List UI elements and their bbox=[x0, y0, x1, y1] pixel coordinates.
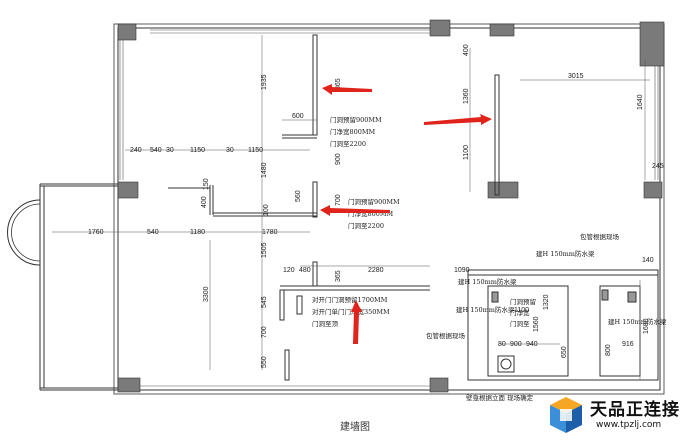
note-1b: 门净宽800MM bbox=[330, 127, 376, 136]
annotation-notes: 门洞预留900MM 门净宽800MM 门洞至2200 门洞预留900MM 门净宽… bbox=[312, 115, 667, 402]
brand-url: www.tpzlj.com bbox=[596, 420, 662, 430]
dim-1100a: 1100 bbox=[514, 307, 529, 314]
dim-545: 545 bbox=[261, 296, 268, 308]
note-3b: 对开门单门门净宽350MM bbox=[312, 307, 390, 316]
note-11: 壁龛根据立面 现场确定 bbox=[466, 393, 534, 402]
dim-700b: 700 bbox=[335, 194, 342, 206]
balcony-arc bbox=[7, 199, 41, 266]
dim-650: 650 bbox=[561, 346, 568, 358]
arrow-left-upper bbox=[322, 84, 372, 95]
red-arrows bbox=[320, 84, 492, 344]
dim-1320: 1320 bbox=[543, 294, 550, 310]
dim-900b: 900 bbox=[510, 341, 522, 348]
dim-1780: 1780 bbox=[262, 229, 278, 236]
note-2a: 门洞预留900MM bbox=[348, 197, 400, 206]
dim-365a: 365 bbox=[335, 78, 342, 90]
dim-1360: 1360 bbox=[463, 88, 470, 104]
interior-walls bbox=[168, 34, 659, 381]
dim-800: 800 bbox=[605, 344, 612, 356]
arrow-right-upper bbox=[424, 114, 492, 125]
dim-1760: 1760 bbox=[88, 229, 104, 236]
dim-245: 245 bbox=[652, 163, 664, 170]
dim-365b: 365 bbox=[335, 270, 342, 282]
note-9: 包管根据现场 bbox=[426, 331, 466, 340]
dim-700a: 700 bbox=[261, 326, 268, 338]
dim-940: 940 bbox=[526, 341, 538, 348]
outer-walls bbox=[39, 23, 665, 395]
dim-1150a: 1150 bbox=[190, 147, 205, 154]
dim-1505: 1505 bbox=[261, 242, 268, 258]
dim-560: 560 bbox=[295, 190, 302, 202]
note-3a: 对开门门洞预留1700MM bbox=[312, 295, 388, 304]
dim-100: 100 bbox=[263, 204, 270, 216]
dim-1480: 1480 bbox=[261, 162, 268, 178]
dim-30b: 30 bbox=[226, 147, 234, 154]
dim-3300: 3300 bbox=[203, 286, 210, 302]
dim-1640: 1640 bbox=[637, 94, 644, 110]
note-1a: 门洞预留900MM bbox=[330, 115, 382, 124]
dim-550: 550 bbox=[261, 356, 268, 368]
arrow-left-middle bbox=[320, 205, 390, 216]
brand-name: 天品正连接 bbox=[590, 400, 680, 420]
dim-1560: 1560 bbox=[533, 316, 540, 332]
note-2c: 门洞至2200 bbox=[348, 221, 384, 230]
cube-logo-icon bbox=[550, 397, 582, 433]
note-7: 建H 150mm防水梁 bbox=[456, 305, 515, 314]
dim-1150b: 1150 bbox=[248, 147, 263, 154]
note-4: 包管根据现场 bbox=[580, 232, 620, 241]
dim-916: 916 bbox=[622, 341, 634, 348]
dim-480: 480 bbox=[299, 267, 311, 274]
dim-120: 120 bbox=[283, 267, 295, 274]
dim-1090: 1090 bbox=[454, 267, 470, 274]
note-8: 建H 150mm防水梁 bbox=[608, 317, 667, 326]
figure-caption: 建墙图 bbox=[340, 422, 370, 433]
dim-600: 600 bbox=[292, 113, 304, 120]
dim-540a: 540 bbox=[150, 147, 162, 154]
dim-30a: 30 bbox=[166, 147, 174, 154]
note-10b: 门净宽 bbox=[510, 308, 530, 317]
dim-240: 240 bbox=[130, 147, 142, 154]
dim-1935: 1935 bbox=[261, 74, 268, 90]
dim-2280: 2280 bbox=[368, 267, 384, 274]
dimension-lines bbox=[52, 35, 650, 380]
arrow-up-lower bbox=[351, 300, 362, 344]
dimension-texts: 600 1935 1480 900 1505 3300 545 700 550 … bbox=[88, 44, 664, 368]
window-frames bbox=[119, 29, 659, 387]
balcony-arc-inner bbox=[11, 203, 41, 262]
dim-1680: 1680 bbox=[643, 318, 650, 334]
dim-3015: 3015 bbox=[568, 73, 584, 80]
note-10c: 门洞至 bbox=[510, 319, 530, 328]
dim-1100b: 1100 bbox=[463, 145, 470, 160]
note-6: 建H 150mm防水梁 bbox=[458, 277, 517, 286]
note-5: 建H 150mm防水梁 bbox=[536, 249, 595, 258]
dim-80: 80 bbox=[498, 341, 506, 348]
note-3c: 门洞至顶 bbox=[312, 319, 339, 328]
note-1c: 门洞至2200 bbox=[330, 139, 366, 148]
note-10a: 门洞预留 bbox=[510, 297, 536, 306]
dim-1180: 1180 bbox=[190, 229, 205, 236]
dim-400a: 400 bbox=[201, 196, 208, 208]
dim-540b: 540 bbox=[147, 229, 159, 236]
dim-140: 140 bbox=[642, 257, 654, 264]
dim-150: 150 bbox=[203, 178, 210, 190]
dim-900a: 900 bbox=[335, 153, 342, 165]
dim-400b: 400 bbox=[463, 44, 470, 56]
pillars bbox=[117, 19, 665, 393]
note-2b: 门净宽800MM bbox=[348, 209, 394, 218]
brand-logo: 天品正连接 www.tpzlj.com bbox=[540, 393, 690, 439]
